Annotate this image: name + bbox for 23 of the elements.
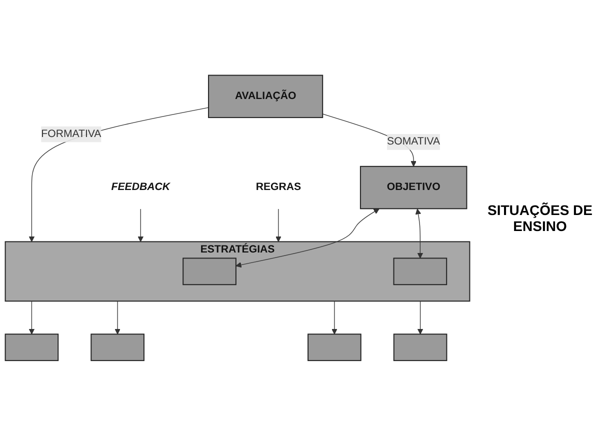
arrow bbox=[276, 208, 282, 242]
arrow bbox=[28, 107, 209, 242]
node-box bbox=[4, 334, 59, 362]
arrow bbox=[415, 208, 424, 259]
node-box bbox=[308, 334, 362, 362]
node-box bbox=[182, 258, 236, 286]
node-box bbox=[393, 334, 448, 362]
edge-label: SOMATIVA bbox=[387, 136, 440, 148]
edge-label: FORMATIVA bbox=[41, 128, 102, 140]
arrow bbox=[114, 300, 120, 334]
node-box: AVALIAÇÃO bbox=[208, 74, 324, 118]
arrow bbox=[417, 300, 424, 334]
arrow bbox=[236, 208, 380, 268]
node-box bbox=[90, 334, 144, 362]
cluster: ESTRATÉGIAS bbox=[4, 241, 470, 302]
node-box: OBJETIVO bbox=[360, 166, 468, 210]
arrow bbox=[28, 300, 35, 334]
arrow bbox=[138, 208, 144, 242]
node-text: REGRAS bbox=[256, 182, 302, 193]
node-text: FEEDBACK bbox=[111, 182, 170, 193]
node-box bbox=[393, 258, 448, 286]
group-label: SITUAÇÕES DE ENSINO bbox=[486, 202, 594, 234]
arrow bbox=[332, 300, 338, 334]
